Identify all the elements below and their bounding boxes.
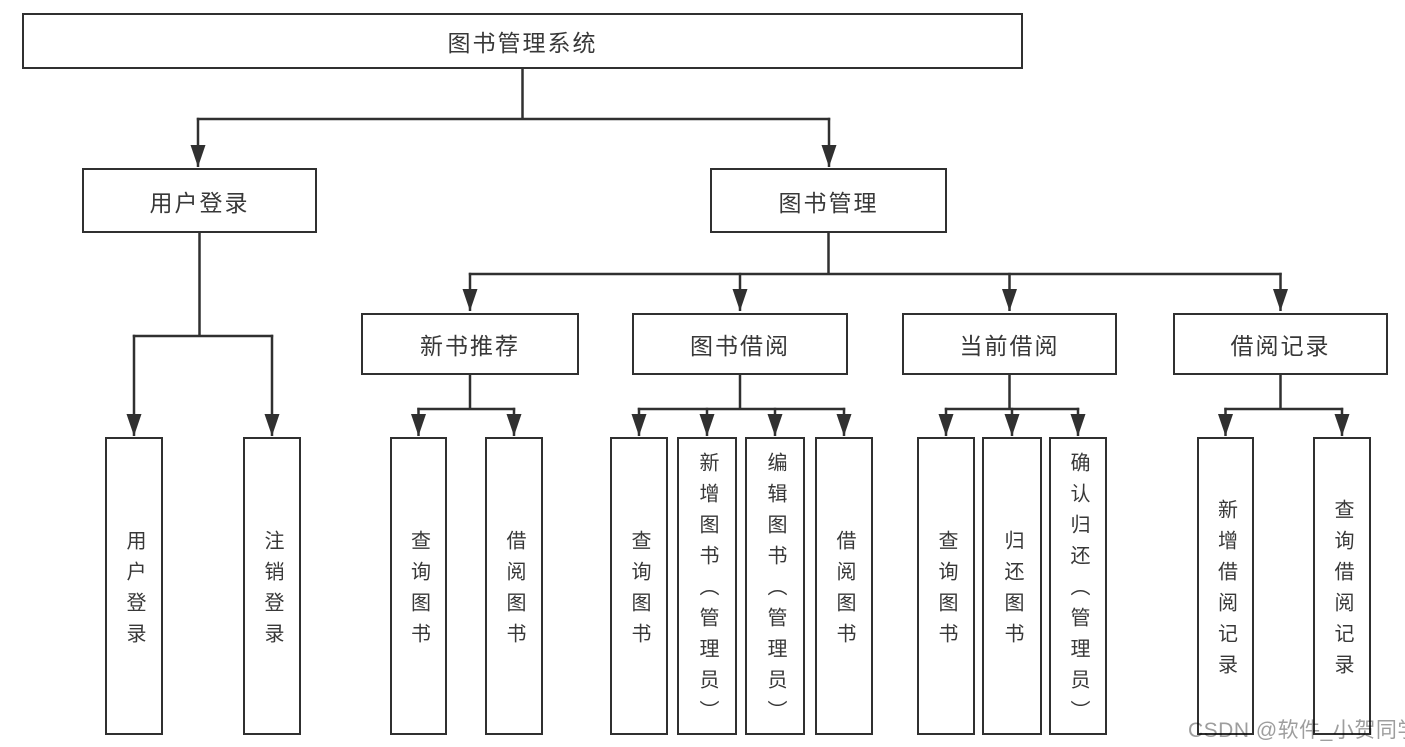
edges-book-management-to-level3 — [462, 233, 1288, 311]
node-current-borrowing-label: 当前借阅 — [959, 333, 1060, 359]
node-new-book-recommend: 新书推荐 — [361, 313, 579, 375]
edges-current-borrowing-group — [938, 375, 1086, 436]
leaf-borrow-books: 借阅图书 — [815, 437, 873, 735]
leaf-edit-books-admin-label: 编辑图书（管理员） — [764, 452, 786, 731]
node-book-borrowing-label: 图书借阅 — [690, 333, 790, 359]
leaf-borrow-books-recommend: 借阅图书 — [485, 437, 543, 735]
node-current-borrowing: 当前借阅 — [902, 313, 1117, 375]
node-book-management-label: 图书管理 — [778, 189, 879, 216]
leaf-logout-label: 注销登录 — [261, 529, 283, 654]
node-library-system: 图书管理系统 — [22, 13, 1023, 69]
edges-borrow-records-group — [1218, 375, 1350, 436]
node-borrow-records-label: 借阅记录 — [1230, 333, 1331, 359]
leaf-add-borrow-record: 新增借阅记录 — [1197, 437, 1254, 735]
edges-book-borrowing-group — [631, 375, 852, 436]
edges-user-login-group — [126, 233, 280, 436]
leaf-query-borrow-record: 查询借阅记录 — [1313, 437, 1371, 735]
leaf-user-login: 用户登录 — [105, 437, 163, 735]
leaf-user-login-label: 用户登录 — [123, 529, 145, 654]
leaf-query-books-recommend-label: 查询图书 — [407, 529, 430, 654]
node-new-book-recommend-label: 新书推荐 — [420, 333, 520, 359]
leaf-add-books-admin-label: 新增图书（管理员） — [696, 452, 718, 731]
leaf-add-borrow-record-label: 新增借阅记录 — [1214, 498, 1237, 685]
leaf-query-borrow-record-label: 查询借阅记录 — [1331, 498, 1353, 685]
csdn-watermark: CSDN @软件_小贺同学 — [1188, 719, 1405, 742]
leaf-borrow-books-recommend-label: 借阅图书 — [503, 529, 525, 654]
leaf-return-books: 归还图书 — [982, 437, 1042, 735]
leaf-query-books-borrowing: 查询图书 — [610, 437, 668, 735]
leaf-borrow-books-label: 借阅图书 — [833, 529, 855, 654]
leaf-confirm-return-admin: 确认归还（管理员） — [1049, 437, 1107, 735]
node-user-login: 用户登录 — [82, 168, 317, 233]
leaf-query-books-current-label: 查询图书 — [935, 529, 957, 654]
node-library-system-label: 图书管理系统 — [447, 30, 598, 56]
leaf-query-books-borrowing-label: 查询图书 — [628, 529, 650, 654]
leaf-logout: 注销登录 — [243, 437, 301, 735]
node-book-management: 图书管理 — [710, 168, 947, 233]
node-user-login-label: 用户登录 — [149, 189, 250, 216]
edges-new-book-recommend-group — [411, 375, 522, 436]
leaf-edit-books-admin: 编辑图书（管理员） — [745, 437, 805, 735]
node-book-borrowing: 图书借阅 — [632, 313, 848, 375]
leaf-query-books-current: 查询图书 — [917, 437, 975, 735]
leaf-query-books-recommend: 查询图书 — [390, 437, 447, 735]
leaf-return-books-label: 归还图书 — [1001, 529, 1023, 654]
leaf-add-books-admin: 新增图书（管理员） — [677, 437, 737, 735]
node-borrow-records: 借阅记录 — [1173, 313, 1388, 375]
edges-root-to-level2 — [190, 69, 837, 167]
leaf-confirm-return-admin-label: 确认归还（管理员） — [1067, 452, 1089, 731]
